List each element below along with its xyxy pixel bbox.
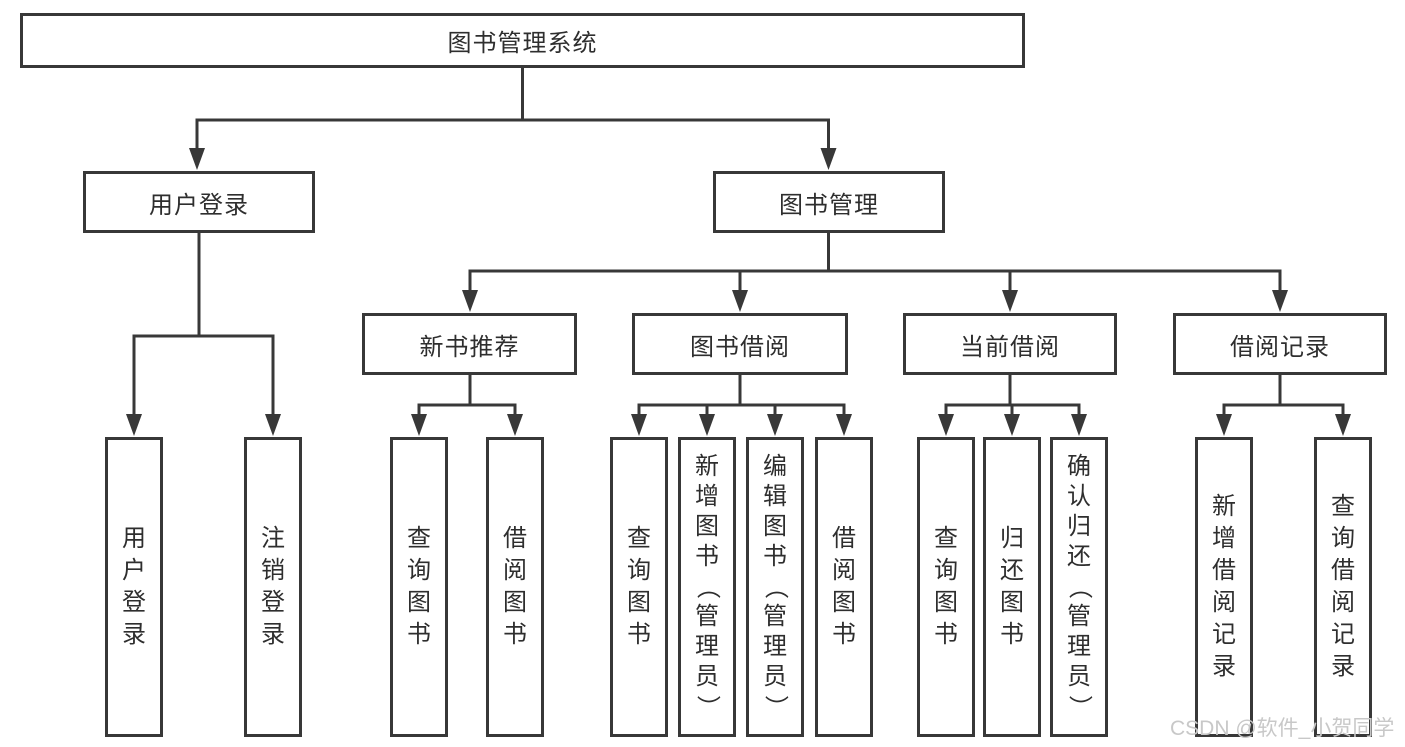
node-user-login-label: 用户登录: [149, 191, 249, 219]
leaf-query-books: 查询图书: [917, 437, 975, 737]
leaf-query-borrow-record-label: 查询借阅记录: [1331, 493, 1355, 680]
leaf-confirm-return-admin: 确认归还（管理员）: [1050, 437, 1108, 737]
csdn-watermark: CSDN @软件_小贺同学: [1170, 717, 1395, 740]
node-library-system: 图书管理系统: [20, 13, 1025, 68]
leaf-add-borrow-record-label: 新增借阅记录: [1212, 493, 1236, 680]
node-book-management: 图书管理: [713, 171, 945, 233]
node-borrow-records-label: 借阅记录: [1230, 333, 1330, 361]
leaf-borrow-books: 借阅图书: [815, 437, 873, 737]
node-borrow-records: 借阅记录: [1173, 313, 1387, 375]
leaf-query-books: 查询图书: [390, 437, 448, 737]
leaf-borrow-books-label: 借阅图书: [503, 525, 527, 648]
leaf-logout-label: 注销登录: [261, 525, 285, 648]
node-library-system-label: 图书管理系统: [447, 30, 598, 57]
leaf-return-books-label: 归还图书: [1000, 525, 1024, 648]
node-current-borrow-label: 当前借阅: [960, 333, 1060, 361]
node-book-borrow: 图书借阅: [632, 313, 848, 375]
leaf-confirm-return-admin-label: 确认归还（管理员）: [1066, 453, 1093, 719]
leaf-add-borrow-record: 新增借阅记录: [1195, 437, 1253, 737]
leaf-edit-books-admin-label: 编辑图书（管理员）: [762, 453, 789, 719]
leaf-return-books: 归还图书: [983, 437, 1041, 737]
leaf-add-books-admin: 新增图书（管理员）: [678, 437, 736, 737]
leaf-user-login: 用户登录: [105, 437, 163, 737]
node-book-management-label: 图书管理: [779, 191, 879, 219]
leaf-user-login-label: 用户登录: [122, 525, 146, 648]
leaf-query-books-label: 查询图书: [627, 525, 651, 648]
node-new-book-recommend: 新书推荐: [362, 313, 577, 375]
leaf-query-books-label: 查询图书: [407, 525, 431, 648]
leaf-borrow-books-label: 借阅图书: [832, 525, 856, 648]
node-new-book-recommend-label: 新书推荐: [419, 333, 520, 361]
node-current-borrow: 当前借阅: [903, 313, 1117, 375]
node-user-login: 用户登录: [83, 171, 315, 233]
node-book-borrow-label: 图书借阅: [690, 333, 790, 361]
leaf-borrow-books: 借阅图书: [486, 437, 544, 737]
leaf-query-books-label: 查询图书: [934, 525, 958, 648]
leaf-add-books-admin-label: 新增图书（管理员）: [694, 453, 721, 719]
leaf-query-books: 查询图书: [610, 437, 668, 737]
leaf-edit-books-admin: 编辑图书（管理员）: [746, 437, 804, 737]
leaf-logout: 注销登录: [244, 437, 302, 737]
leaf-query-borrow-record: 查询借阅记录: [1314, 437, 1372, 737]
